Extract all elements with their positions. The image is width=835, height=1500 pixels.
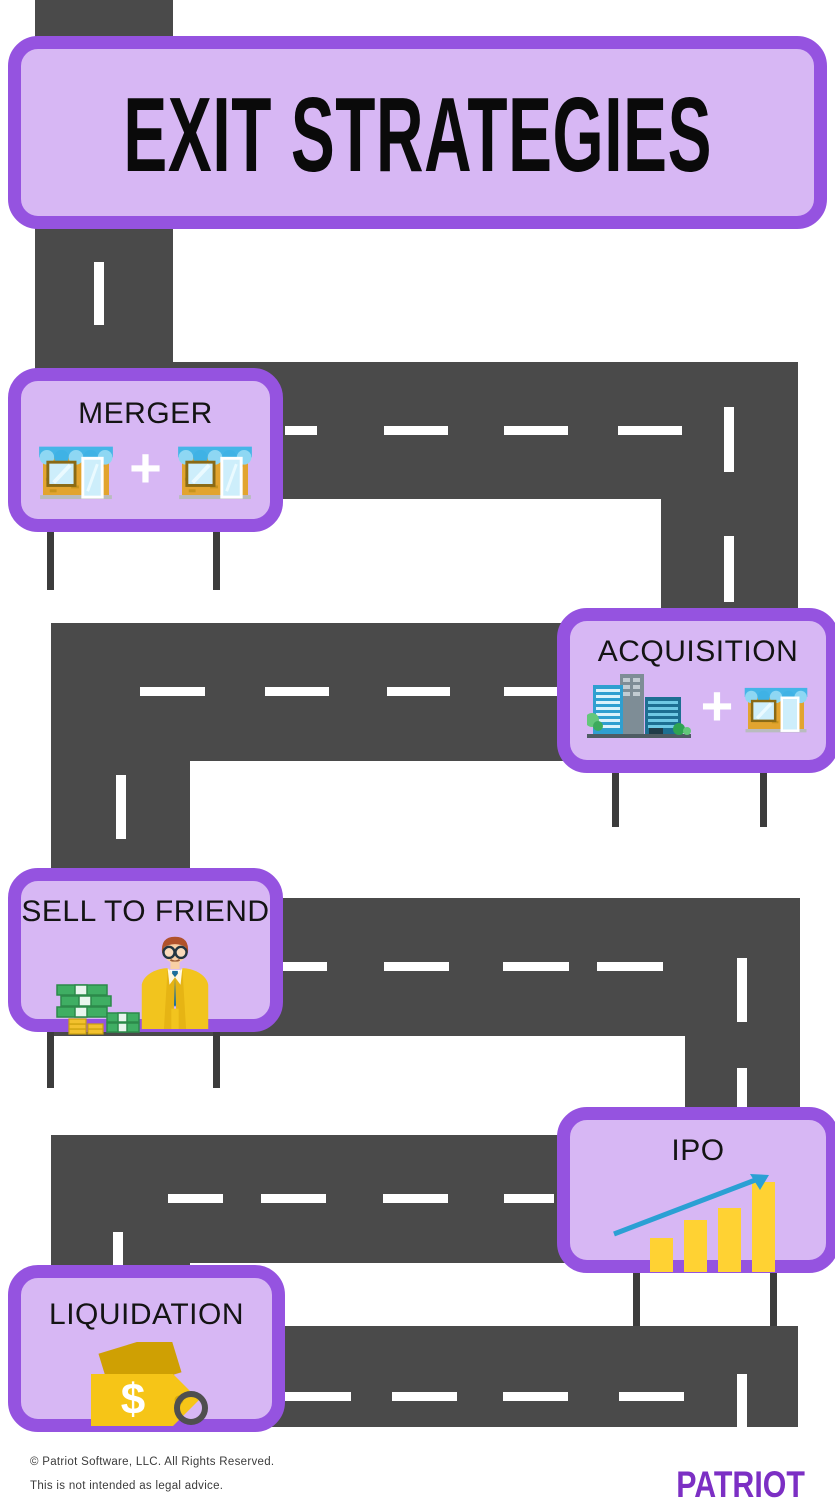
road-dash <box>113 1232 123 1265</box>
sign-post <box>633 1268 640 1326</box>
businessman-icon <box>133 933 217 1034</box>
sign-merger: MERGER + <box>8 368 283 532</box>
road-dash <box>384 426 448 435</box>
road-dash <box>724 536 734 602</box>
sign-post <box>612 770 619 827</box>
sign-post <box>213 528 220 590</box>
price-tags-icon: $ <box>85 1332 217 1443</box>
road-dash <box>504 1194 554 1203</box>
road-dash <box>383 1194 448 1203</box>
buildings-icon <box>584 673 691 744</box>
road-dash <box>724 407 734 472</box>
road-dash <box>94 262 104 325</box>
plus-icon: + <box>129 435 162 499</box>
road-dash <box>261 1194 326 1203</box>
sign-sell-to-friend: SELL TO FRIEND <box>8 868 283 1035</box>
road-dash <box>619 1392 684 1401</box>
sign-sell-to-friend-label: SELL TO FRIEND <box>21 895 270 928</box>
storefront-icon <box>176 435 254 506</box>
road-dash <box>504 687 557 696</box>
sign-post <box>47 528 54 590</box>
sign-acquisition-label: ACQUISITION <box>597 635 799 668</box>
plus-icon: + <box>700 673 734 737</box>
road-dash <box>384 962 449 971</box>
road-dash <box>265 687 329 696</box>
sign-liquidation-label: LIQUIDATION <box>49 1298 244 1331</box>
page-title: EXIT STRATEGIES <box>123 76 712 194</box>
road-dash <box>392 1392 457 1401</box>
road-dash <box>737 958 747 1022</box>
copyright-text: © Patriot Software, LLC. All Rights Rese… <box>30 1456 275 1468</box>
disclaimer-text: This is not intended as legal advice. <box>30 1480 224 1492</box>
road-dash <box>503 1392 568 1401</box>
patriot-logo: PATRIOT <box>676 1464 805 1500</box>
road-dash <box>116 775 126 839</box>
road-dash <box>168 1194 223 1203</box>
road-dash <box>503 962 569 971</box>
road-dash <box>504 426 568 435</box>
storefront-icon <box>743 678 809 739</box>
dollar-sign: $ <box>121 1375 145 1424</box>
sign-ipo: IPO <box>557 1107 835 1273</box>
road-dash <box>387 687 450 696</box>
money-stack-icon <box>55 983 141 1040</box>
bar-chart-arrow-icon <box>612 1172 784 1277</box>
sign-ipo-label: IPO <box>671 1134 725 1167</box>
sign-acquisition: ACQUISITION + <box>557 608 835 773</box>
road-dash <box>282 962 327 971</box>
road-dash <box>618 426 682 435</box>
sign-post <box>47 1030 54 1088</box>
sign-post <box>760 770 767 827</box>
road-dash <box>737 1068 747 1107</box>
road-dash <box>140 687 205 696</box>
road-dash <box>737 1374 747 1427</box>
road-dash <box>285 426 317 435</box>
road-dash <box>285 1392 351 1401</box>
road-dash <box>597 962 663 971</box>
sign-post <box>213 1030 220 1088</box>
storefront-icon <box>37 435 115 506</box>
sign-post <box>770 1268 777 1326</box>
sign-merger-label: MERGER <box>78 397 213 430</box>
sign-liquidation: LIQUIDATION $ <box>8 1265 285 1432</box>
title-sign: EXIT STRATEGIES <box>8 36 827 229</box>
